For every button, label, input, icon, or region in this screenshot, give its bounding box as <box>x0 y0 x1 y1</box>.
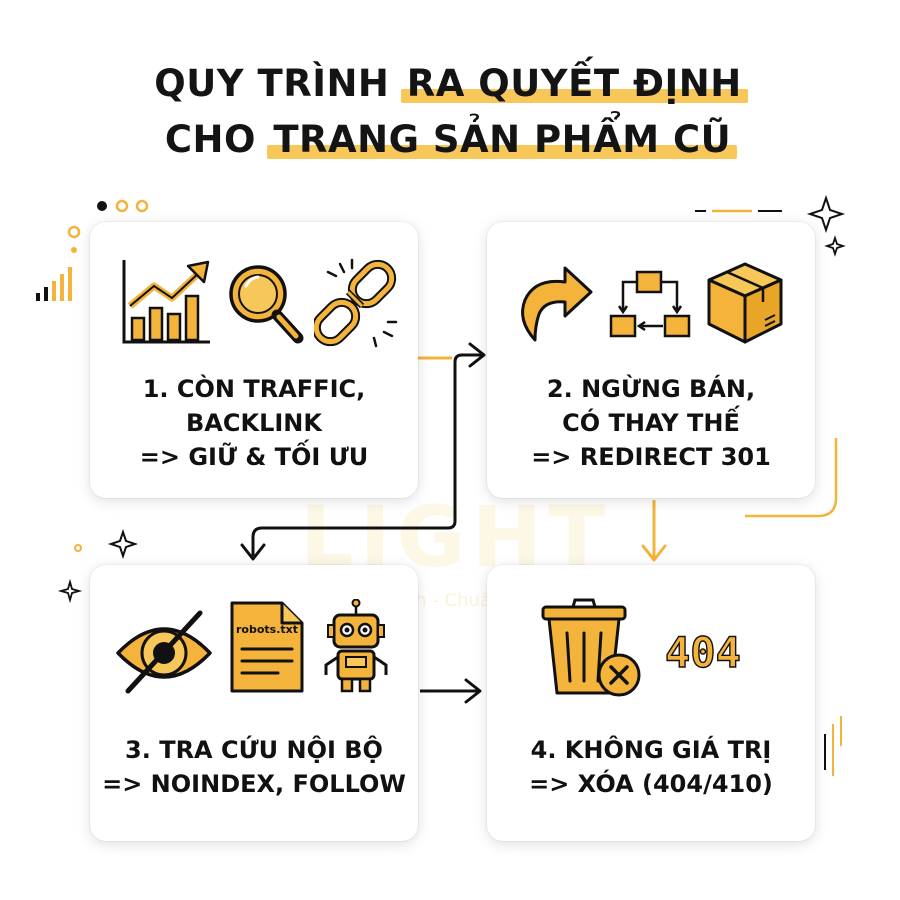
step-label-line: 1. CÒN TRAFFIC, <box>142 375 366 403</box>
box-icon <box>707 262 783 344</box>
step-label-line: 3. TRA CỨU NỘI BỘ <box>125 736 383 764</box>
flow-arrow-1-to-2 <box>418 356 452 368</box>
bar-chart-growth-icon <box>122 260 210 344</box>
title-highlight-2: TRANG SẢN PHẨM CŨ <box>269 118 735 161</box>
dots-decoration <box>67 199 149 552</box>
step-label-line: => NOINDEX, FOLLOW <box>102 770 406 798</box>
title-plain-2: CHO <box>164 118 256 161</box>
robots-file-label: robots.txt <box>236 623 298 636</box>
error-404-icon: 404 <box>664 627 741 677</box>
step-card-noindex: robots.txt 3. TRA CỨU NỘI BỘ <box>90 565 418 841</box>
step-card-redirect: 2. NGỪNG BÁN, CÓ THAY THẾ => REDIRECT 30… <box>487 222 815 498</box>
step-label: 2. NGỪNG BÁN, CÓ THAY THẾ => REDIRECT 30… <box>487 372 815 474</box>
error-code-text: 404 <box>665 628 741 677</box>
step-label-line: => GIỮ & TỐI ƯU <box>139 443 369 471</box>
line-decoration-right <box>745 438 842 776</box>
step-label-line: 4. KHÔNG GIÁ TRỊ <box>530 736 772 764</box>
title-plain-1: QUY TRÌNH <box>154 62 390 105</box>
card-icons: 404 <box>487 593 815 697</box>
title-highlight-1: RA QUYẾT ĐỊNH <box>403 62 746 105</box>
card-icons <box>487 250 815 350</box>
step-label: 1. CÒN TRAFFIC, BACKLINK => GIỮ & TỐI ƯU <box>90 372 418 474</box>
robot-icon <box>324 599 388 693</box>
step-label-line: => REDIRECT 301 <box>531 443 771 471</box>
flow-arrow-3-to-4 <box>420 678 482 704</box>
title-line-1: QUY TRÌNH RA QUYẾT ĐỊNH <box>0 62 900 105</box>
hidden-eye-icon <box>116 610 212 694</box>
step-label: 4. KHÔNG GIÁ TRỊ => XÓA (404/410) <box>487 733 815 801</box>
step-label: 3. TRA CỨU NỘI BỘ => NOINDEX, FOLLOW <box>90 733 418 801</box>
sparkle-icon <box>57 194 846 604</box>
robots-file-icon: robots.txt <box>230 601 304 693</box>
flow-arrow-2-to-3 <box>240 342 486 561</box>
signal-bars-decoration <box>36 267 72 301</box>
card-icons <box>90 250 418 350</box>
step-label-line: 2. NGỪNG BÁN, <box>546 375 756 403</box>
step-card-keep-optimize: 1. CÒN TRAFFIC, BACKLINK => GIỮ & TỐI ƯU <box>90 222 418 498</box>
flow-diagram-icon <box>609 270 691 338</box>
magnifier-icon <box>229 265 304 344</box>
step-label-line: => XÓA (404/410) <box>529 770 773 798</box>
title-line-2: CHO TRANG SẢN PHẨM CŨ <box>0 118 900 161</box>
step-label-line: BACKLINK <box>186 409 322 437</box>
flow-arrow-2-to-4 <box>641 500 667 562</box>
step-label-line: CÓ THAY THẾ <box>562 409 740 437</box>
redirect-arrow-icon <box>521 266 593 342</box>
broken-link-icon <box>314 258 398 348</box>
step-card-delete: 404 4. KHÔNG GIÁ TRỊ => XÓA (404/410) <box>487 565 815 841</box>
card-icons: robots.txt <box>90 593 418 694</box>
trash-delete-icon <box>541 598 641 697</box>
